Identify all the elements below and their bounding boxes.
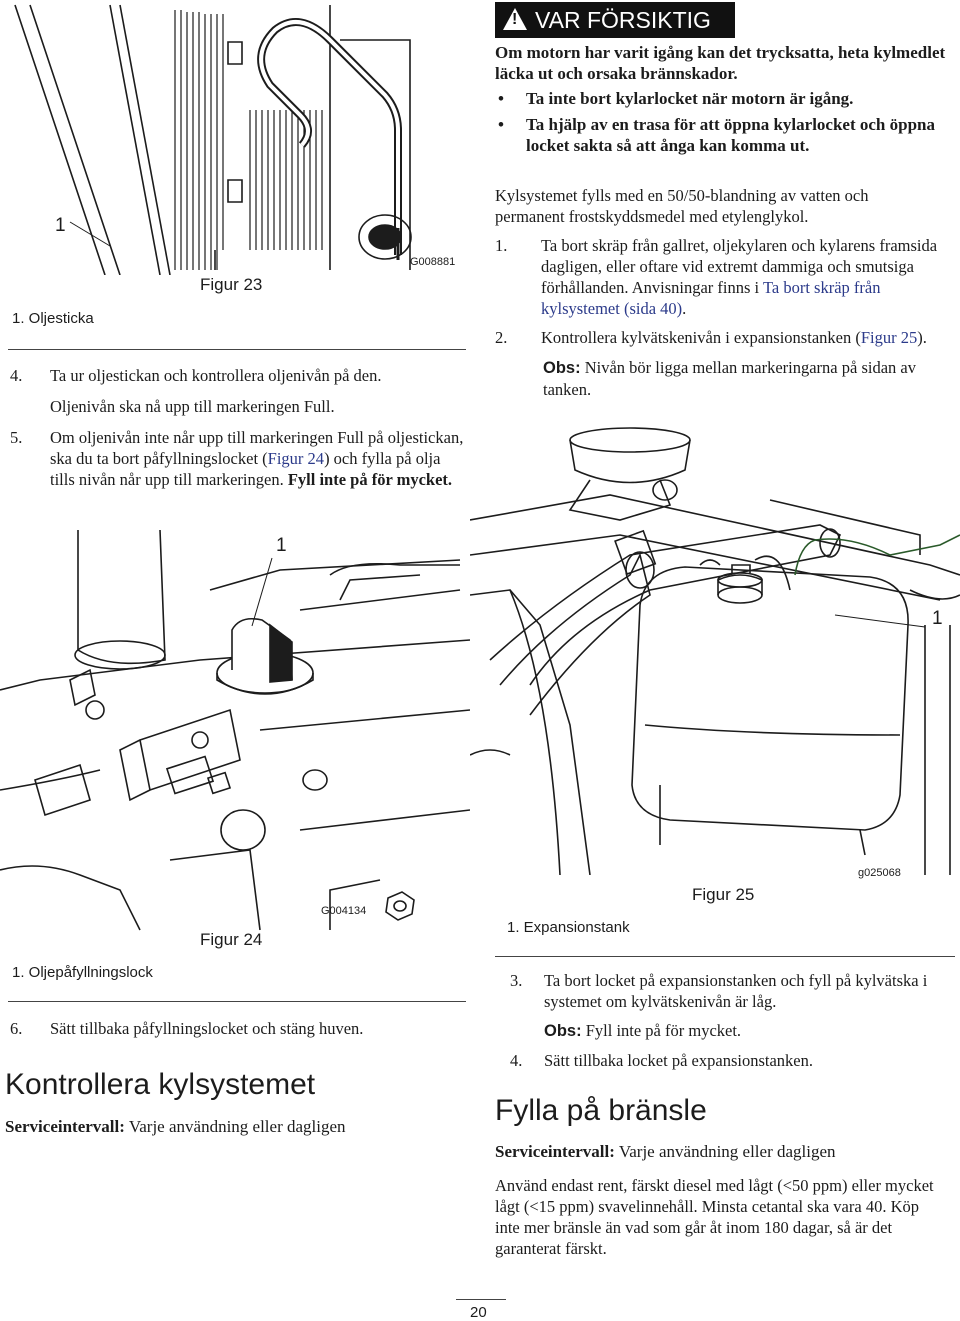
- cool-step-3-note-text: Fyll inte på för mycket.: [585, 1021, 742, 1040]
- step-4-number: 4.: [10, 366, 23, 385]
- fuel-heading: Fylla på bränsle: [495, 1094, 707, 1127]
- fuel-service-label: Serviceintervall:: [495, 1142, 615, 1161]
- cool-step-2-note: Obs: Nivån bör ligga mellan markeringarn…: [543, 357, 955, 400]
- caution-bullet: Ta inte bort kylarlocket när motorn är i…: [495, 88, 955, 109]
- step-6-number: 6.: [10, 1019, 23, 1038]
- fig25-legend: 1. Expansionstank: [507, 919, 630, 936]
- figure-23-dipstick-illustration: [0, 0, 470, 275]
- fig23-callout-1: 1: [55, 215, 66, 236]
- cool-step-4: 4. Sätt tillbaka locket på expansionstan…: [510, 1050, 955, 1071]
- cool-step-3: 3. Ta bort locket på expansionstanken oc…: [510, 970, 955, 1042]
- figur-25-link[interactable]: Figur 25: [860, 328, 918, 347]
- caution-intro: Om motorn har varit igång kan det trycks…: [495, 43, 946, 83]
- fig25-code: g025068: [858, 867, 901, 879]
- fuel-body: Använd endast rent, färskt diesel med lå…: [495, 1176, 934, 1258]
- debris-removal-link[interactable]: Ta bort skräp från kylsystemet (sida 40): [541, 278, 881, 318]
- caution-body: Om motorn har varit igång kan det trycks…: [495, 42, 955, 156]
- step-5-number: 5.: [10, 428, 23, 447]
- step-6: 6. Sätt tillbaka påfyllningslocket och s…: [10, 1018, 465, 1039]
- cool-step-2-note-text: Nivån bör ligga mellan markeringarna på …: [543, 358, 916, 399]
- fig23-title: Figur 23: [200, 275, 263, 294]
- fig25-callout-1: 1: [932, 608, 943, 629]
- cool-step-4-number: 4.: [510, 1051, 523, 1070]
- fig24-code: G004134: [321, 905, 367, 917]
- cooling-heading: Kontrollera kylsystemet: [5, 1068, 316, 1101]
- warning-triangle-icon: [503, 8, 527, 30]
- oil-steps-list: 4. Ta ur oljestickan och kontrollera olj…: [10, 365, 465, 490]
- step-5-warning: Fyll inte på för mycket.: [287, 470, 453, 489]
- note-label: Obs:: [544, 1022, 582, 1040]
- fig25-title: Figur 25: [692, 885, 755, 904]
- figur-24-link[interactable]: Figur 24: [267, 449, 325, 468]
- cool-step-2-text: Kontrollera kylvätskenivån i expansionst…: [541, 328, 861, 347]
- fig23-divider: [8, 349, 466, 350]
- cooling-steps-list-continued: 3. Ta bort locket på expansionstanken oc…: [510, 970, 955, 1071]
- caution-banner: ! VAR FÖRSIKTIG: [495, 2, 735, 38]
- step-4-sub: Oljenivån ska nå upp till markeringen Fu…: [50, 397, 335, 416]
- fuel-service-value: Varje användning eller dagligen: [618, 1142, 836, 1161]
- fig23-code: G008881: [410, 256, 456, 268]
- step-5-text-b: ) och fylla på olja tills nivån når upp …: [50, 449, 441, 489]
- figure-25-expansion-tank-illustration: [470, 425, 960, 875]
- caution-bullet: Ta hjälp av en trasa för att öppna kylar…: [495, 114, 955, 156]
- step-5-text-a: Om oljenivån inte når upp till markering…: [50, 428, 464, 468]
- fig24-title: Figur 24: [200, 930, 263, 949]
- coolant-intro: Kylsystemet fylls med en 50/50-blandning…: [495, 186, 869, 226]
- cool-step-3-text: Ta bort locket på expansionstanken och f…: [544, 971, 928, 1011]
- fuel-service-interval: Serviceintervall: Varje användning eller…: [495, 1142, 836, 1162]
- cool-step-4-text: Sätt tillbaka locket på expansionstanken…: [544, 1051, 813, 1070]
- cool-step-1: 1. Ta bort skräp från gallret, oljekylar…: [495, 236, 938, 318]
- cool-step-2-number: 2.: [495, 328, 508, 347]
- cooling-service-value: Varje användning eller dagligen: [128, 1117, 346, 1136]
- fig24-callout-1: 1: [276, 535, 287, 556]
- fig24-legend: 1. Oljepåfyllningslock: [12, 964, 153, 981]
- cool-step-3-note: Obs: Fyll inte på för mycket.: [544, 1020, 955, 1042]
- cool-step-1-number: 1.: [495, 236, 508, 255]
- fig25-divider: [495, 956, 955, 957]
- cool-step-1-text: Ta bort skräp från gallret, oljekylaren …: [541, 236, 938, 297]
- step-4-text: Ta ur oljestickan och kontrollera oljeni…: [50, 366, 382, 385]
- cool-step-2: 2. Kontrollera kylvätskenivån i expansio…: [495, 327, 955, 400]
- step-4: 4. Ta ur oljestickan och kontrollera olj…: [10, 365, 465, 417]
- step-6-text: Sätt tillbaka påfyllningslocket och stän…: [50, 1019, 364, 1038]
- caution-banner-text: VAR FÖRSIKTIG: [535, 7, 711, 33]
- page-number-rule: [456, 1299, 506, 1300]
- cooling-service-label: Serviceintervall:: [5, 1117, 125, 1136]
- cooling-service-interval: Serviceintervall: Varje användning eller…: [5, 1117, 346, 1137]
- figure-24-oil-fill-cap-illustration: [0, 530, 470, 940]
- page-number: 20: [470, 1304, 487, 1321]
- note-label: Obs:: [543, 359, 581, 377]
- cooling-steps-list: 1. Ta bort skräp från gallret, oljekylar…: [495, 235, 955, 400]
- cool-step-3-number: 3.: [510, 971, 523, 990]
- step-5: 5. Om oljenivån inte når upp till marker…: [10, 427, 465, 490]
- caution-bullets: Ta inte bort kylarlocket när motorn är i…: [495, 88, 955, 156]
- fig24-divider: [8, 1001, 466, 1002]
- fig23-legend: 1. Oljesticka: [12, 310, 94, 327]
